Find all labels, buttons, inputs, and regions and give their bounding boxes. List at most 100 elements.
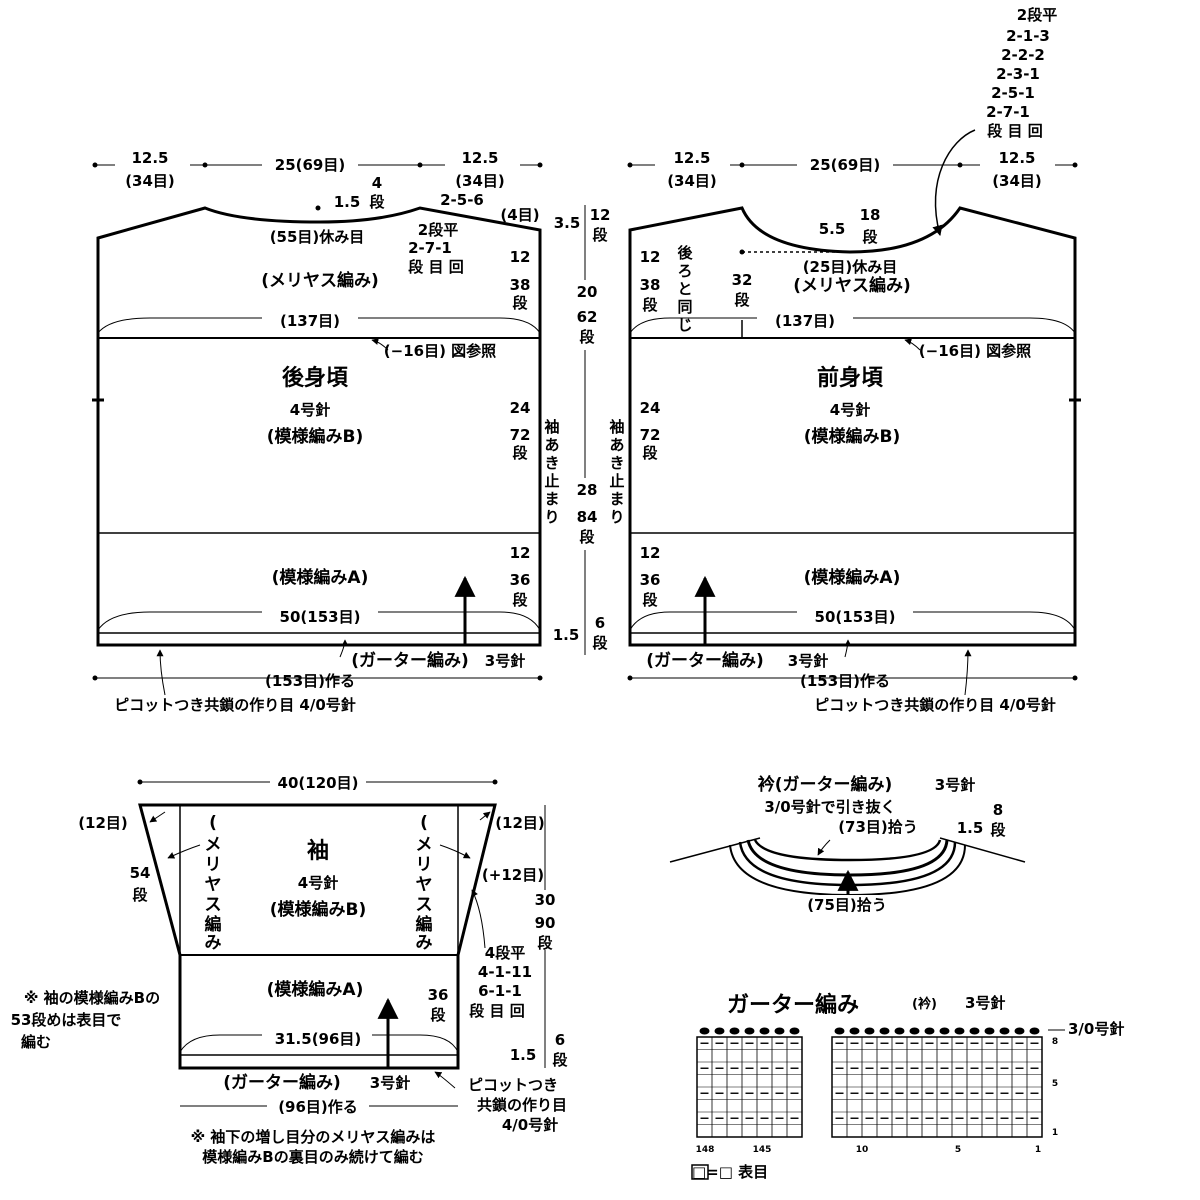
same-as-back: ろ bbox=[677, 262, 692, 280]
bind-off-dot bbox=[984, 1027, 995, 1035]
leader-arrow bbox=[156, 649, 166, 696]
dim-text: 12.5 bbox=[998, 149, 1035, 167]
dim-dot bbox=[1072, 162, 1078, 168]
collar-curve bbox=[753, 839, 942, 862]
needle-label: 3号針 bbox=[965, 994, 1005, 1012]
stockinette-label: (メリヤス編み) bbox=[261, 270, 379, 291]
dim-text: 段 bbox=[990, 821, 1005, 839]
dim-text: 62 bbox=[577, 308, 598, 326]
dim-dot bbox=[137, 779, 143, 785]
armhole-note: あ bbox=[544, 436, 559, 454]
cast-on-note: ピコットつき共鎖の作り目 4/0号針 bbox=[114, 696, 356, 714]
armhole-note: り bbox=[544, 508, 559, 526]
bind-off-dot bbox=[1029, 1027, 1040, 1035]
armhole-note: ま bbox=[609, 490, 624, 508]
stock-vertical: ヤ bbox=[416, 875, 433, 895]
cast-on-note: 4/0号針 bbox=[502, 1116, 558, 1134]
inc-note: 段 目 回 bbox=[469, 1002, 524, 1020]
back-body: 12.5 (34目) 25(69目) 12.5 (34目) 4 段 1.5 2-… bbox=[92, 149, 560, 714]
cast-on-label: (153目)作る bbox=[265, 672, 355, 690]
leader-arrow bbox=[904, 338, 921, 351]
dim-text: (4目) bbox=[500, 206, 539, 224]
dim-text: 段 bbox=[132, 886, 147, 904]
armhole-note: り bbox=[609, 508, 624, 526]
leader-arrow bbox=[479, 811, 491, 821]
stock-vertical: 編 bbox=[416, 914, 433, 935]
collar-note: 3/0号針で引き抜く bbox=[764, 798, 895, 816]
collar: 衿(ガーター編み) 3号針 3/0号針で引き抜く (73目)拾う 1.5 8 段… bbox=[669, 774, 1026, 915]
dim-text: 段 bbox=[552, 1051, 567, 1069]
stock-vertical: メ bbox=[205, 835, 222, 855]
needle-label: 4号針 bbox=[290, 401, 330, 419]
dim-text: (12目) bbox=[78, 814, 128, 832]
dim-dot bbox=[202, 162, 208, 168]
bind-off-dot bbox=[774, 1027, 785, 1035]
garter-chart: ガーター編み (衿) 3号針 3/0号針 8 5 1 148 145 10 5 … bbox=[691, 992, 1124, 1181]
dim-text: 28 bbox=[577, 481, 598, 499]
dim-text: 5.5 bbox=[819, 220, 846, 238]
cast-on-label: (96目)作る bbox=[278, 1098, 358, 1116]
needle-label: 3/0号針 bbox=[1068, 1020, 1124, 1038]
garter-label: (ガーター編み) bbox=[351, 650, 469, 671]
dim-dot bbox=[92, 162, 98, 168]
stock-vertical: ( bbox=[420, 813, 428, 833]
dim-text: 54 bbox=[130, 864, 151, 882]
sts-label: 50(153目) bbox=[815, 608, 896, 626]
dim-text: 4 bbox=[372, 174, 382, 192]
dim-dot bbox=[315, 205, 321, 211]
bind-off-dot bbox=[954, 1027, 965, 1035]
pattern-b-label: (模様編みB) bbox=[804, 426, 901, 447]
dim-text: 20 bbox=[577, 283, 598, 301]
dim-text: (+12目) bbox=[482, 866, 544, 884]
note-line: 2-2-2 bbox=[1001, 46, 1045, 64]
collar-curve bbox=[746, 839, 949, 877]
dim-text: 36 bbox=[510, 571, 531, 589]
legend-box bbox=[691, 1164, 709, 1180]
dim-text: (34目) bbox=[455, 172, 505, 190]
dim-text: 6 bbox=[595, 614, 605, 632]
sleeve-note: 編む bbox=[21, 1033, 51, 1051]
note-line: 2段平 bbox=[1017, 6, 1057, 24]
dim-text: 1.5 bbox=[510, 1046, 537, 1064]
dim-dot bbox=[957, 162, 963, 168]
dim-text: 段 bbox=[734, 291, 749, 309]
col-label: 5 bbox=[955, 1145, 961, 1155]
note-line: 2-7-1 bbox=[986, 103, 1030, 121]
dim-text: 32 bbox=[732, 271, 753, 289]
dim-text: 段 bbox=[369, 193, 384, 211]
dim-text: 24 bbox=[510, 399, 531, 417]
leader-arrow bbox=[439, 844, 471, 859]
dim-text: 12.5 bbox=[461, 149, 498, 167]
dec-note: 段 目 回 bbox=[408, 258, 463, 276]
dim-text: 段 bbox=[512, 591, 527, 609]
stock-vertical: ( bbox=[209, 813, 217, 833]
dim-dot bbox=[739, 249, 745, 255]
dim-text: 段 bbox=[862, 228, 877, 246]
inc-note: 6-1-1 bbox=[478, 982, 522, 1000]
dim-text: 1.5 bbox=[553, 626, 580, 644]
stock-vertical: リ bbox=[205, 855, 222, 875]
sleeve-title: 袖 bbox=[307, 838, 329, 864]
leader-arrow bbox=[149, 811, 166, 823]
dec-note: 2段平 bbox=[418, 221, 458, 239]
dim-text: 3.5 bbox=[554, 214, 581, 232]
dim-text: 6 bbox=[555, 1031, 565, 1049]
dim-text: 25(69目) bbox=[810, 156, 880, 174]
leader-arrow bbox=[471, 889, 486, 949]
dim-text: 段 bbox=[592, 226, 607, 244]
dim-text: 72 bbox=[640, 426, 661, 444]
needle-label: 3号針 bbox=[935, 776, 975, 794]
pattern-b-label: (模様編みB) bbox=[267, 426, 364, 447]
dim-text: 24 bbox=[640, 399, 661, 417]
dim-text: 段 bbox=[579, 528, 594, 546]
dim-dot bbox=[417, 162, 423, 168]
dim-dot bbox=[739, 162, 745, 168]
sts-label: 50(153目) bbox=[280, 608, 361, 626]
dim-text: 段 bbox=[537, 934, 552, 952]
bind-off-dot bbox=[789, 1027, 800, 1035]
dim-text: 1.5 bbox=[957, 819, 984, 837]
dim-text: 2-5-6 bbox=[440, 191, 484, 209]
pattern-a-label: (模様編みA) bbox=[267, 979, 364, 1000]
back-title: 後身頃 bbox=[282, 365, 349, 391]
